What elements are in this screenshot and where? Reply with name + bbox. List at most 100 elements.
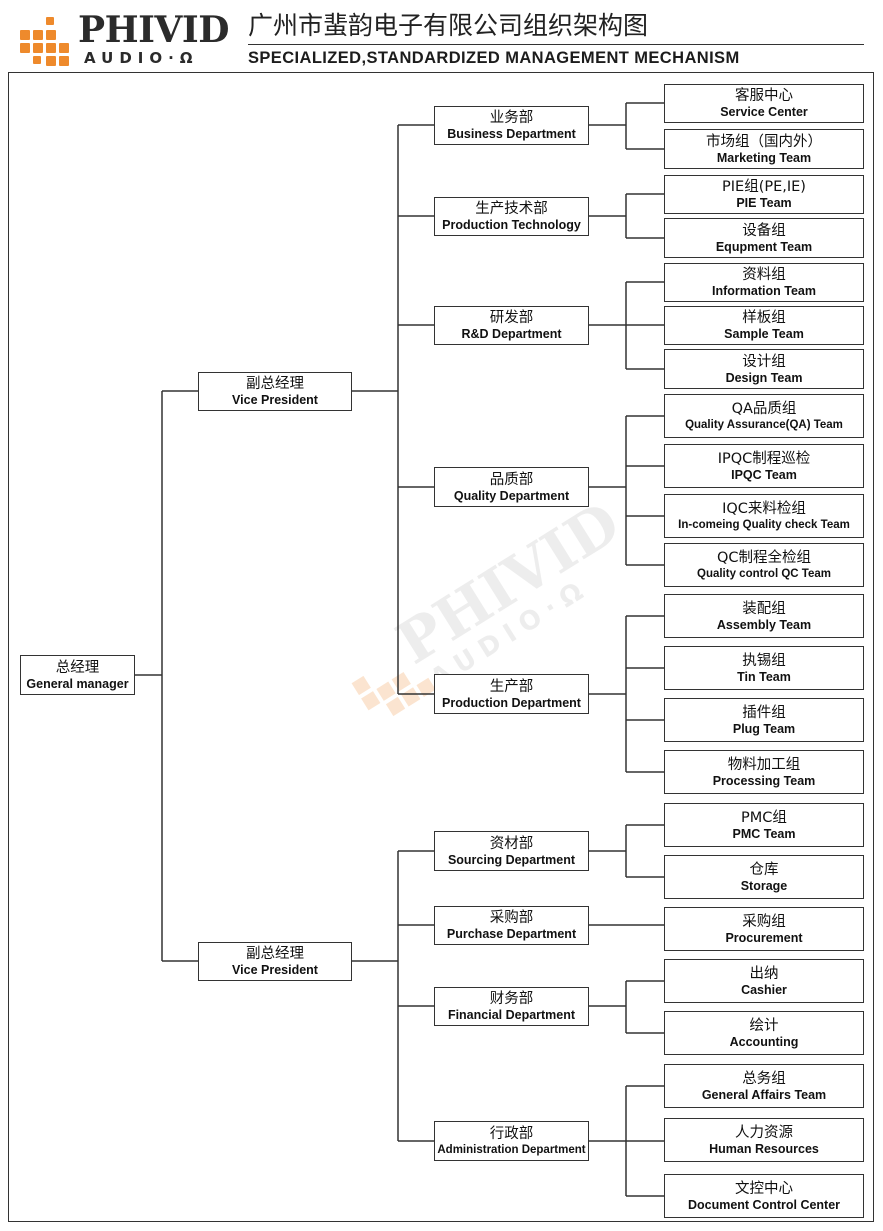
node-label-en: Production Technology bbox=[442, 218, 581, 232]
node-label-cn: 业务部 bbox=[489, 110, 534, 126]
node-label-cn: 客服中心 bbox=[735, 88, 793, 104]
node-label-en: R&D Department bbox=[461, 327, 562, 341]
logo-wordmark: PHIVID bbox=[78, 9, 229, 51]
node-label-cn: 样板组 bbox=[742, 310, 786, 326]
node-label-en: Business Department bbox=[447, 127, 576, 141]
node-label-cn: 生产部 bbox=[489, 678, 534, 695]
node-team-general-affairs: 总务组 General Affairs Team bbox=[664, 1064, 864, 1108]
node-label-cn: QA品质组 bbox=[731, 400, 797, 417]
node-label-en: Marketing Team bbox=[716, 150, 812, 165]
node-label-en: Human Resources bbox=[709, 1141, 819, 1156]
node-team-assembly: 装配组 Assembly Team bbox=[664, 594, 864, 638]
node-label-en: Assembly Team bbox=[716, 617, 812, 632]
node-label-en: Cashier bbox=[741, 982, 787, 997]
node-team-human-resources: 人力资源 Human Resources bbox=[664, 1118, 864, 1162]
node-label-cn: 设计组 bbox=[742, 353, 786, 370]
node-label-en: PIE Team bbox=[736, 196, 792, 210]
node-dept-rnd: 研发部 R&D Department bbox=[434, 306, 589, 345]
node-label-cn: 出纳 bbox=[749, 965, 779, 982]
node-label-cn: 总务组 bbox=[742, 1070, 786, 1087]
node-team-cashier: 出纳 Cashier bbox=[664, 959, 864, 1003]
node-label-cn: IQC来料检组 bbox=[722, 500, 806, 517]
node-team-tin: 执锡组 Tin Team bbox=[664, 646, 864, 690]
node-label-en: Procurement bbox=[725, 930, 803, 945]
node-label-en: Administration Department bbox=[437, 1143, 586, 1156]
logo-dot-grid-icon bbox=[20, 16, 80, 66]
node-label-en: Financial Department bbox=[447, 1008, 576, 1022]
node-label-cn: 物料加工组 bbox=[727, 756, 801, 773]
node-team-service-center: 客服中心 Service Center bbox=[664, 84, 864, 123]
chart-title-en: SPECIALIZED,STANDARDIZED MANAGEMENT MECH… bbox=[248, 49, 740, 67]
node-label-cn: 副总经理 bbox=[246, 946, 304, 962]
node-team-processing: 物料加工组 Processing Team bbox=[664, 750, 864, 794]
node-label-en: General manager bbox=[26, 676, 129, 691]
node-label-en: Processing Team bbox=[712, 773, 816, 788]
node-label-cn: 插件组 bbox=[742, 704, 786, 721]
node-label-cn: 副总经理 bbox=[246, 376, 304, 392]
node-team-ipqc: IPQC制程巡检 IPQC Team bbox=[664, 444, 864, 488]
title-divider bbox=[248, 44, 864, 45]
node-team-equipment: 设备组 Equpment Team bbox=[664, 218, 864, 258]
node-label-cn: IPQC制程巡检 bbox=[717, 450, 811, 467]
node-team-storage: 仓库 Storage bbox=[664, 855, 864, 899]
node-team-information: 资料组 Information Team bbox=[664, 263, 864, 302]
node-dept-administration: 行政部 Administration Department bbox=[434, 1121, 589, 1161]
node-label-cn: 文控中心 bbox=[735, 1180, 793, 1197]
node-team-design: 设计组 Design Team bbox=[664, 349, 864, 389]
node-label-cn: 资料组 bbox=[742, 267, 786, 283]
node-label-en: In-comeing Quality check Team bbox=[678, 518, 850, 531]
node-label-en: Vice President bbox=[232, 393, 318, 407]
node-label-en: Accounting bbox=[729, 1034, 799, 1049]
node-label-cn: 执锡组 bbox=[742, 652, 786, 669]
node-label-en: Sourcing Department bbox=[447, 852, 576, 867]
phivid-logo: PHIVID AUDIO·Ω bbox=[20, 10, 232, 68]
node-dept-quality: 品质部 Quality Department bbox=[434, 467, 589, 507]
node-dept-production-technology: 生产技术部 Production Technology bbox=[434, 197, 589, 236]
node-label-cn: 仓库 bbox=[749, 861, 779, 878]
node-label-cn: 生产技术部 bbox=[475, 201, 548, 217]
node-label-en: Design Team bbox=[725, 370, 803, 385]
node-label-en: PMC Team bbox=[732, 826, 796, 841]
node-vice-president-2: 副总经理 Vice President bbox=[198, 942, 352, 981]
node-dept-purchase: 采购部 Purchase Department bbox=[434, 906, 589, 945]
logo-subtitle: AUDIO·Ω bbox=[84, 49, 199, 67]
node-label-en: Sample Team bbox=[724, 327, 804, 341]
node-team-qa: QA品质组 Quality Assurance(QA) Team bbox=[664, 394, 864, 438]
node-label-en: Document Control Center bbox=[687, 1197, 841, 1212]
node-label-en: Production Department bbox=[442, 695, 581, 710]
node-label-en: IPQC Team bbox=[731, 467, 797, 482]
node-label-en: Service Center bbox=[720, 105, 808, 119]
node-label-cn: 总经理 bbox=[55, 659, 100, 676]
node-label-en: Tin Team bbox=[737, 669, 791, 684]
node-team-marketing: 市场组（国内外） Marketing Team bbox=[664, 129, 864, 169]
node-label-en: Purchase Department bbox=[446, 927, 577, 941]
node-team-iqc: IQC来料检组 In-comeing Quality check Team bbox=[664, 494, 864, 538]
chart-frame bbox=[8, 72, 874, 1222]
node-label-en: Vice President bbox=[232, 963, 318, 977]
node-label-cn: 行政部 bbox=[489, 1125, 534, 1142]
node-label-en: Quality control QC Team bbox=[697, 567, 831, 580]
node-label-cn: 采购组 bbox=[742, 913, 786, 930]
node-dept-financial: 财务部 Financial Department bbox=[434, 987, 589, 1026]
node-label-cn: 人力资源 bbox=[735, 1124, 793, 1141]
node-label-en: General Affairs Team bbox=[701, 1087, 827, 1102]
node-general-manager: 总经理 General manager bbox=[20, 655, 135, 695]
node-label-cn: PMC组 bbox=[741, 809, 787, 826]
node-label-cn: 装配组 bbox=[742, 600, 786, 617]
node-label-en: Quality Assurance(QA) Team bbox=[685, 418, 843, 431]
node-label-cn: 市场组（国内外） bbox=[706, 133, 822, 150]
node-vice-president-1: 副总经理 Vice President bbox=[198, 372, 352, 411]
chart-title-cn: 广州市蜚韵电子有限公司组织架构图 bbox=[248, 11, 649, 40]
node-team-document-control: 文控中心 Document Control Center bbox=[664, 1174, 864, 1218]
node-label-cn: 设备组 bbox=[742, 222, 786, 239]
node-dept-production: 生产部 Production Department bbox=[434, 674, 589, 714]
node-label-cn: 采购部 bbox=[489, 910, 534, 926]
node-label-cn: 资材部 bbox=[489, 835, 534, 852]
node-team-procurement: 采购组 Procurement bbox=[664, 907, 864, 951]
node-label-cn: 绘计 bbox=[749, 1017, 779, 1034]
node-label-en: Plug Team bbox=[732, 721, 796, 736]
node-team-pie: PIE组(PE,IE) PIE Team bbox=[664, 175, 864, 214]
node-team-sample: 样板组 Sample Team bbox=[664, 306, 864, 345]
